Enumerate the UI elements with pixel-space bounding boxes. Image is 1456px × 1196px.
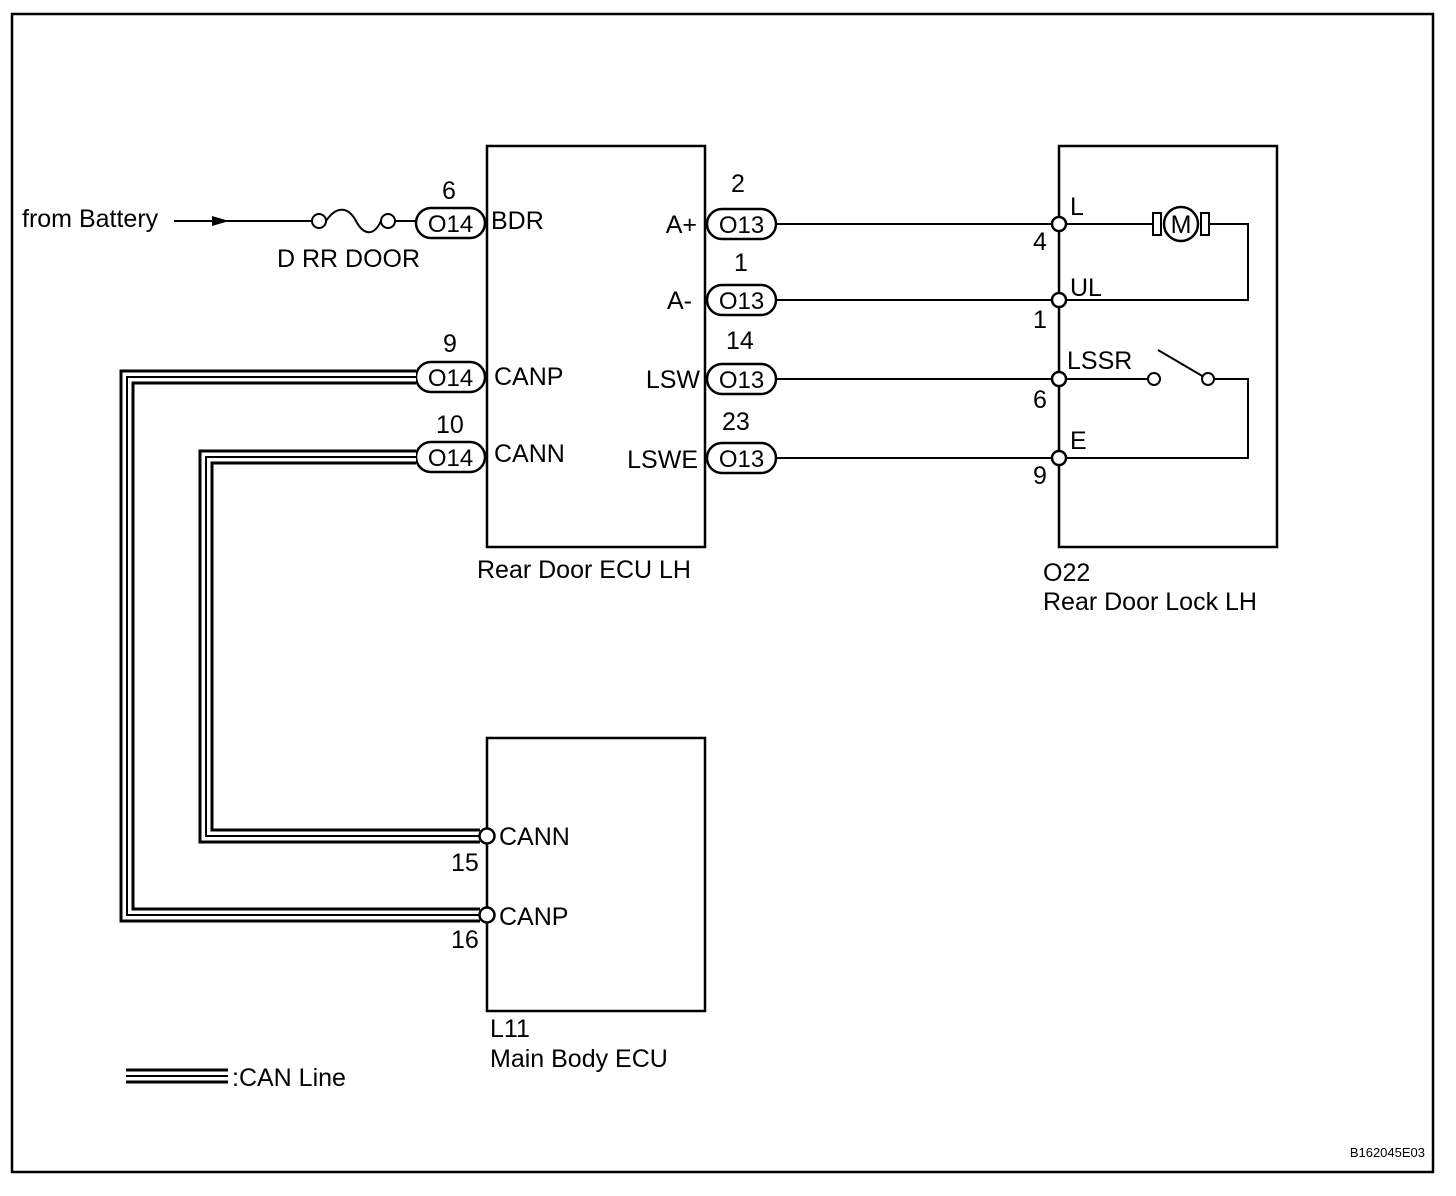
ecu-cann-connector-code: O14	[428, 445, 473, 472]
rear-door-ecu-name: Rear Door ECU LH	[477, 556, 691, 584]
lsw-connector-code: O13	[719, 367, 764, 394]
lssr-terminal-label: LSSR	[1067, 347, 1132, 375]
main-body-ecu-code: L11	[490, 1015, 530, 1043]
lssr-pin-number: 6	[1033, 386, 1047, 414]
e-terminal-label: E	[1070, 427, 1087, 455]
main-body-ecu-box	[485, 736, 707, 1013]
door-lock-code: O22	[1043, 559, 1090, 587]
can-line-cann	[198, 449, 480, 844]
ul-terminal-label: UL	[1070, 274, 1102, 302]
main-canp-terminal-label: CANP	[499, 903, 568, 931]
bdr-pin-number: 6	[442, 177, 456, 205]
ul-terminal-node	[1050, 291, 1068, 309]
fuse-label: D RR DOOR	[277, 245, 420, 273]
bdr-connector-pill	[414, 206, 487, 240]
a-plus-connector-code: O13	[719, 212, 764, 239]
battery-arrow-icon	[212, 216, 229, 226]
lswe-terminal-label: LSWE	[627, 446, 698, 474]
lssr-terminal-node	[1050, 370, 1068, 388]
bdr-terminal-label: BDR	[491, 207, 544, 235]
switch-return-wire	[1066, 378, 1249, 459]
lock-switch-icon	[1147, 349, 1215, 386]
main-cann-terminal-label: CANN	[499, 823, 570, 851]
can-line-canp	[119, 369, 480, 923]
a-minus-pin-number: 1	[734, 249, 748, 277]
ecu-cann-pin-number: 10	[436, 411, 464, 439]
figure-code: B162045E03	[1350, 1145, 1425, 1160]
lsw-pin-number: 14	[726, 327, 754, 355]
l-terminal-label: L	[1070, 193, 1084, 221]
main-cann-terminal-node	[478, 827, 496, 845]
main-canp-terminal-node	[478, 906, 496, 924]
lsw-terminal-label: LSW	[646, 366, 701, 394]
e-pin-number: 9	[1033, 462, 1047, 490]
rear-door-ecu-box	[485, 144, 707, 549]
lswe-pin-number: 23	[722, 408, 750, 436]
battery-source-label: from Battery	[22, 205, 159, 233]
can-line-legend-label: :CAN Line	[232, 1064, 346, 1092]
lswe-connector-code: O13	[719, 446, 764, 473]
door-lock-name: Rear Door Lock LH	[1043, 588, 1257, 616]
ecu-canp-terminal-label: CANP	[494, 363, 563, 391]
ecu-canp-pin-number: 9	[443, 330, 457, 358]
a-plus-terminal-label: A+	[666, 211, 697, 239]
main-cann-pin-number: 15	[451, 849, 479, 877]
motor-symbol: M	[1171, 211, 1192, 239]
bdr-connector-code: O14	[428, 211, 473, 238]
a-plus-pin-number: 2	[731, 170, 745, 198]
a-minus-connector-code: O13	[719, 288, 764, 315]
main-canp-pin-number: 16	[451, 926, 479, 954]
e-terminal-node	[1050, 449, 1068, 467]
motor-icon: M	[1152, 205, 1210, 243]
a-minus-terminal-label: A-	[667, 287, 692, 315]
motor-return-wire	[1066, 223, 1249, 301]
l-pin-number: 4	[1033, 228, 1047, 256]
ecu-cann-terminal-label: CANN	[494, 440, 565, 468]
main-body-ecu-name: Main Body ECU	[490, 1045, 668, 1073]
ecu-canp-connector-code: O14	[428, 365, 473, 392]
ul-pin-number: 1	[1033, 306, 1047, 334]
l-terminal-node	[1050, 215, 1068, 233]
